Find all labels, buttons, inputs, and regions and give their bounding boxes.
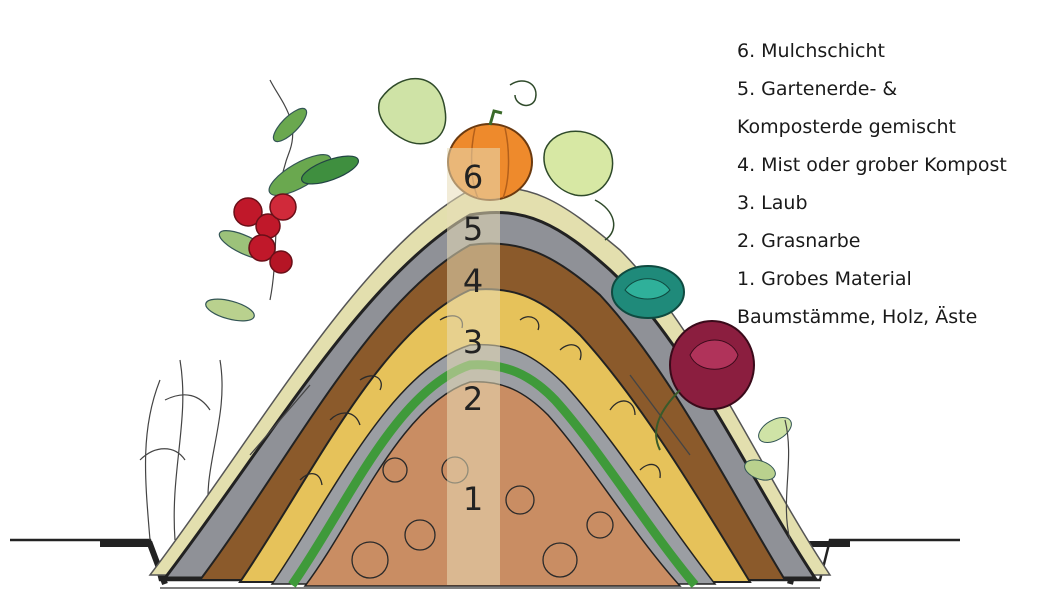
legend-item-6: 6. Mulchschicht: [737, 32, 1042, 70]
layer-number-1: 1: [463, 480, 483, 518]
red-berries: [234, 194, 296, 273]
legend-item-4: 4. Mist oder grober Kompost: [737, 146, 1042, 184]
legend-item-5: 5. Gartenerde- &: [737, 70, 1042, 108]
layer-number-2: 2: [463, 380, 483, 418]
layer-number-6: 6: [463, 158, 483, 196]
layer-number-5: 5: [463, 210, 483, 248]
legend-item-5-continued: Komposterde gemischt: [737, 108, 1042, 146]
legend-item-1: 1. Grobes Material: [737, 260, 1042, 298]
layer-number-3: 3: [463, 323, 483, 361]
legend-item-1-continued: Baumstämme, Holz, Äste: [737, 298, 1042, 336]
legend-item-3: 3. Laub: [737, 184, 1042, 222]
layer-legend: 6. Mulchschicht 5. Gartenerde- & Kompost…: [737, 32, 1042, 336]
layer-number-4: 4: [463, 262, 483, 300]
legend-item-2: 2. Grasnarbe: [737, 222, 1042, 260]
